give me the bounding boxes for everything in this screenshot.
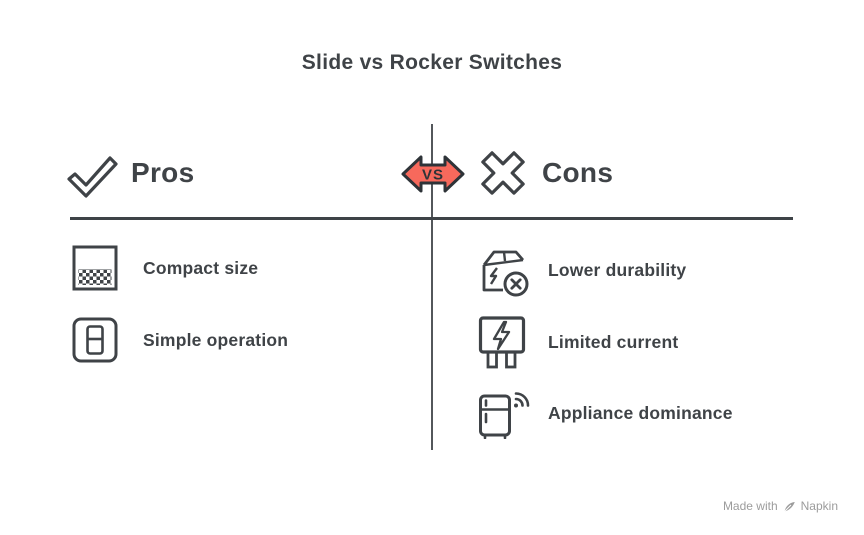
watermark-prefix: Made with [722,499,778,513]
damaged-box-icon [477,243,533,297]
pros-label: Pros [131,157,195,188]
cons-header: Cons [477,147,613,199]
vs-label: VS [422,167,444,184]
watermark-brand: Napkin [800,499,838,513]
item-label: Appliance dominance [548,402,733,423]
vs-badge: VS [400,150,466,198]
cons-label: Cons [542,157,614,188]
list-item-compact-size: Compact size [72,245,258,291]
napkin-pen-icon [783,500,796,513]
vertical-divider [431,124,433,450]
item-label: Compact size [143,257,259,278]
checkmark-icon [66,147,118,199]
horizontal-divider [70,217,793,220]
plug-lightning-icon [477,314,533,370]
list-item-limited-current: Limited current [477,314,678,370]
list-item-simple-operation: Simple operation [72,317,288,363]
item-label: Lower durability [548,259,687,280]
made-with-napkin-watermark: Made with Napkin [723,499,838,513]
list-item-appliance-dominance: Appliance dominance [477,387,733,439]
smart-fridge-wifi-icon [477,387,533,439]
double-arrow-shape [401,155,465,193]
cross-icon [477,147,529,199]
page-title: Slide vs Rocker Switches [301,51,563,74]
item-label: Limited current [548,331,679,352]
slide-switch-icon [72,317,128,363]
compact-pattern-icon [72,245,128,291]
list-item-lower-durability: Lower durability [477,243,686,297]
item-label: Simple operation [143,329,289,350]
pros-header: Pros [66,147,194,199]
